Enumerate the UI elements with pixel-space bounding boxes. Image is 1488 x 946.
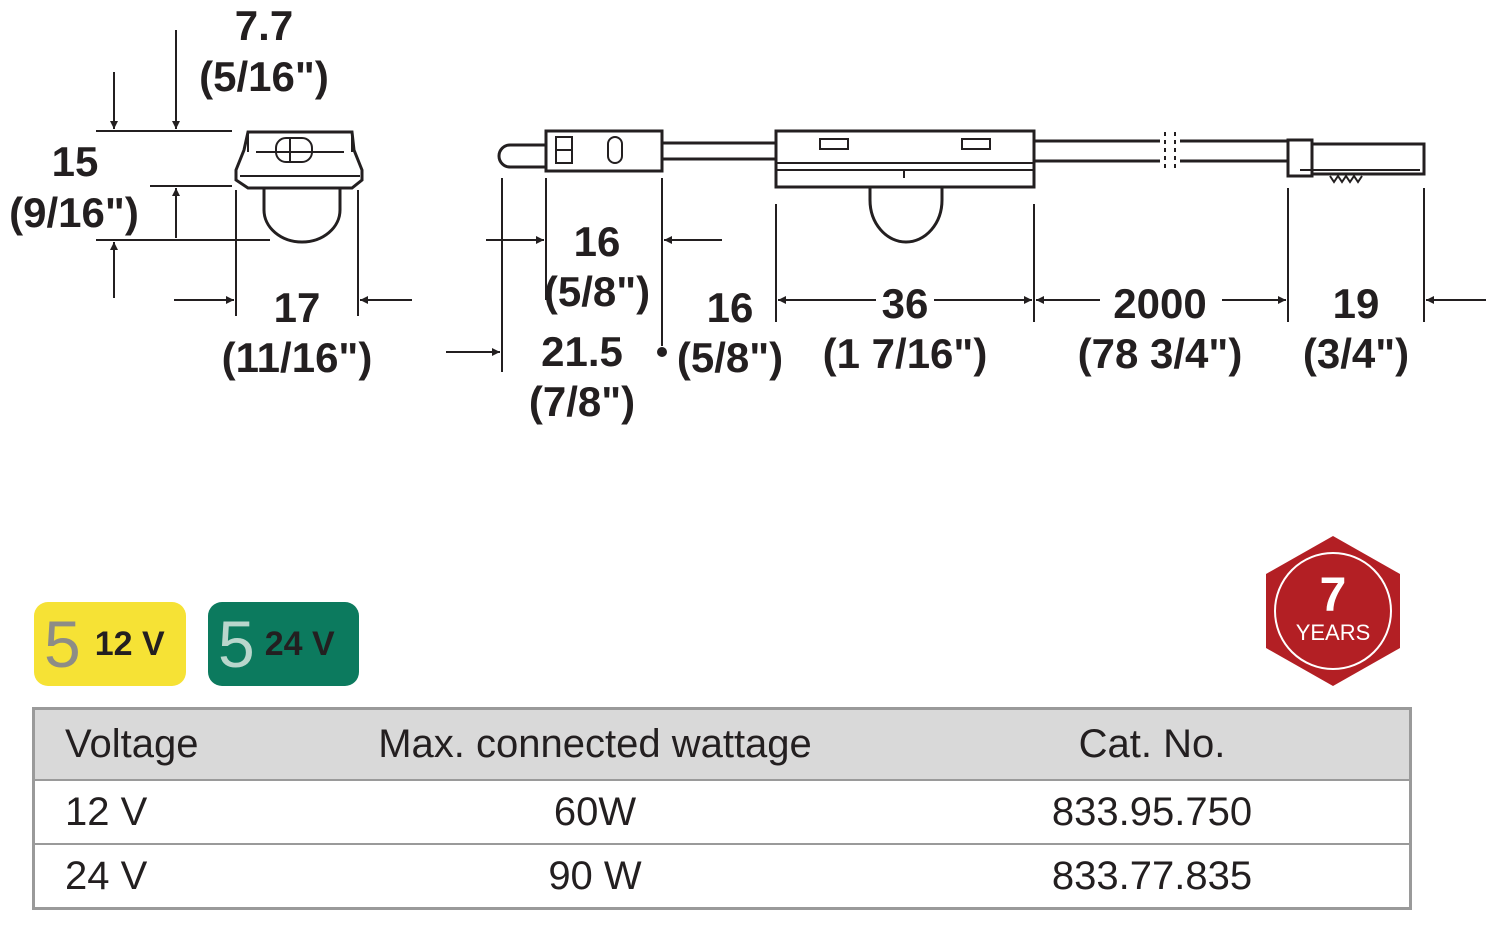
dim-36-inch: (1 7/16") [823, 330, 988, 377]
badge-12v: 5 12 V [34, 602, 186, 686]
cell-wattage: 60W [295, 779, 895, 844]
badge-12v-number: 5 [44, 607, 81, 681]
badge-24v-voltage: 24 V [264, 624, 335, 663]
cell-voltage: 24 V [33, 843, 295, 909]
connector-plug [497, 129, 664, 173]
dim-17-inch: (11/16") [222, 334, 373, 381]
dim-19: 19 [1333, 280, 1380, 327]
header-wattage: Max. connected wattage [295, 708, 895, 780]
dim-7-7: 7.7 [235, 2, 293, 49]
dim-15-inch: (9/16") [9, 189, 139, 236]
warranty-unit: YEARS [1295, 620, 1371, 645]
table-header-row: Voltage Max. connected wattage Cat. No. [33, 708, 1411, 780]
badge-24v-number: 5 [218, 607, 255, 681]
cell-cat-no: 833.77.835 [895, 843, 1411, 909]
dimension-origin-dot [657, 347, 667, 357]
dim-7-7-inch: (5/16") [199, 53, 329, 100]
sensor-side-view [234, 130, 364, 244]
header-voltage: Voltage [33, 708, 295, 780]
dim-16-cable: 16 [707, 284, 754, 331]
header-cat-no: Cat. No. [895, 708, 1411, 780]
cell-voltage: 12 V [33, 779, 295, 844]
dim-16-connector: 16 [574, 218, 621, 265]
dim-15: 15 [52, 138, 99, 185]
cell-wattage: 90 W [295, 843, 895, 909]
end-plug [1286, 138, 1426, 184]
badge-24v: 5 24 V [208, 602, 359, 686]
table-row: 24 V 90 W 833.77.835 [33, 843, 1411, 909]
dim-16-cable-inch: (5/8") [677, 334, 783, 381]
warranty-badge: 7 YEARS [1262, 532, 1404, 690]
dim-36: 36 [882, 280, 929, 327]
dim-16-connector-inch: (5/8") [544, 268, 650, 315]
cell-cat-no: 833.95.750 [895, 779, 1411, 844]
dim-21-5-inch: (7/8") [529, 378, 635, 425]
technical-drawing: 7.7 (5/16") 15 (9/16") 17 (11/16") 16 (5… [9, 2, 1486, 425]
product-table: Voltage Max. connected wattage Cat. No. … [32, 707, 1412, 910]
dim-2000-inch: (78 3/4") [1078, 330, 1243, 377]
warranty-hexagon-icon [1266, 536, 1400, 686]
dim-2000: 2000 [1113, 280, 1206, 327]
table-row: 12 V 60W 833.95.750 [33, 779, 1411, 844]
dim-21-5: 21.5 [541, 328, 623, 375]
sensor-body [774, 129, 1036, 244]
dim-19-inch: (3/4") [1303, 330, 1409, 377]
warranty-number: 7 [1319, 569, 1347, 622]
badge-12v-voltage: 12 V [94, 624, 165, 663]
dim-17: 17 [274, 284, 321, 331]
